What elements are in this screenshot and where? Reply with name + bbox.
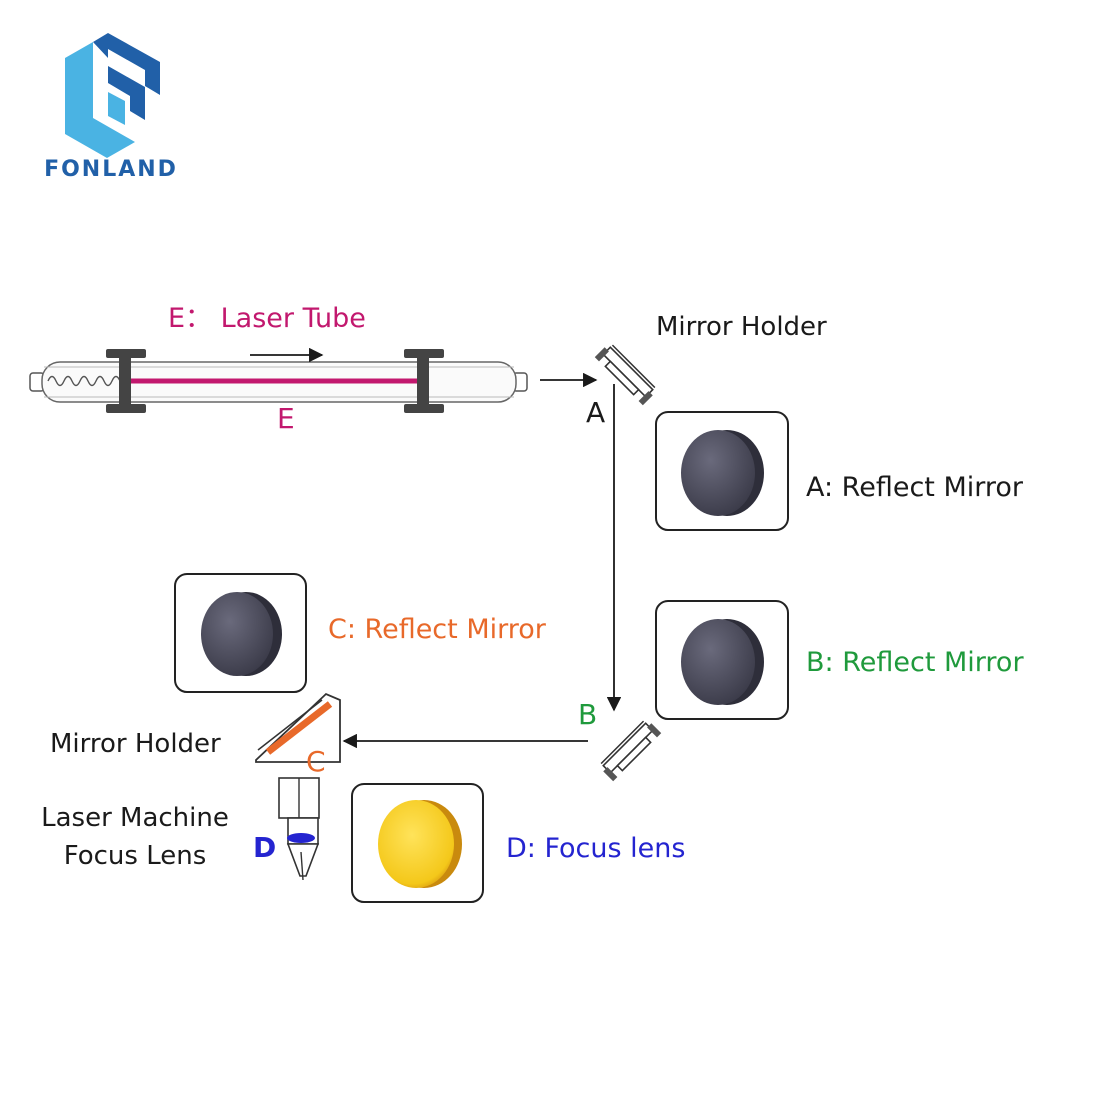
point-b-label: B	[578, 698, 597, 731]
mirror-a-card	[655, 411, 789, 531]
machine-label-line2: Focus Lens	[64, 841, 207, 871]
point-d-label: D	[253, 831, 276, 864]
tube-letter-e: E	[277, 402, 295, 435]
focus-lens-d-image	[378, 800, 454, 888]
mirror-b-card	[655, 600, 789, 720]
tube-clamp-left	[106, 349, 146, 413]
mirror-c-plate	[265, 701, 333, 755]
point-a-label: A	[586, 396, 605, 429]
mirror-a-label: A: Reflect Mirror	[806, 472, 1024, 503]
machine-label-line1: Laser Machine	[41, 803, 229, 833]
mirror-holder-top-label: Mirror Holder	[656, 312, 827, 342]
focus-lens-d-plate	[287, 833, 315, 843]
mirror-holder-b	[600, 720, 662, 782]
mirror-a-image	[681, 430, 755, 516]
focus-lens-d-label: D: Focus lens	[506, 833, 685, 864]
mirror-c-image	[201, 592, 273, 676]
brand-name: FONLAND	[44, 157, 178, 182]
laser-tube-label: E： Laser Tube	[168, 303, 366, 334]
mirror-holder-left-label: Mirror Holder	[50, 729, 221, 759]
mirror-b-image	[681, 619, 755, 705]
laser-tube	[29, 349, 528, 413]
mirror-b-label: B: Reflect Mirror	[806, 647, 1024, 678]
point-c-label: C	[306, 745, 326, 778]
fonland-logo-icon	[65, 33, 160, 158]
mirror-holder-a	[594, 344, 656, 406]
mirror-c-card	[174, 573, 307, 693]
tube-clamp-right	[404, 349, 444, 413]
focus-lens-d-card	[351, 783, 484, 903]
mirror-c-label: C: Reflect Mirror	[328, 614, 547, 645]
